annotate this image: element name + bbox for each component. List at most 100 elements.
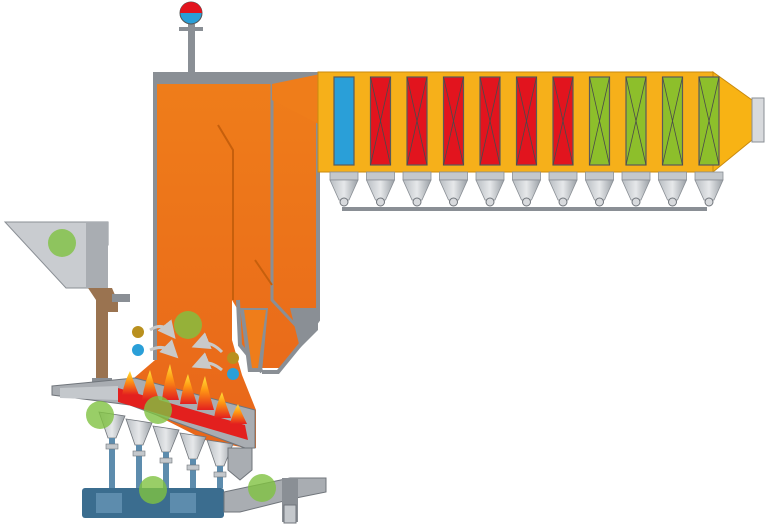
marker-grate-front [86,401,114,429]
air-arrow-left-2 [149,339,179,359]
baffle-3 [254,259,273,286]
fly-ash-hopper [365,171,396,207]
hopper-collar [658,171,687,181]
air-arrow-right-2 [191,352,223,372]
grate-air-hopper [152,425,180,488]
blower-panel-1 [96,493,122,513]
hopper-cone [365,179,396,201]
hopper-cone [475,179,505,201]
hopper-cone [584,179,615,201]
flame [180,374,197,404]
hopper-valve-icon [631,197,641,207]
silo-side [86,222,108,288]
module-cross-b [370,76,391,166]
baffle-2 [270,84,302,332]
module-frame [333,76,355,166]
flame [142,370,159,400]
hopper-rail [342,207,707,211]
hopper-collar [475,171,505,181]
hopper-valve-icon [522,197,531,207]
module-hot [515,76,538,166]
hopper-valve-icon [412,197,422,207]
bottom-ash-discharge [227,447,253,481]
marker-ash-conveyor [248,474,276,502]
combustion-flames [122,364,247,424]
feed-valve [112,294,130,302]
highlight-markers [48,229,276,504]
hopper-valve-icon [595,197,604,207]
module-hot [552,76,574,166]
air-riser [136,445,142,488]
ash-chute-left-fill [244,310,266,368]
module-cross-b [552,76,574,166]
hopper-valve-icon [704,197,714,207]
module-hot [369,76,392,166]
fly-ash-hopper [694,171,724,207]
hopper-collar [329,171,359,181]
gauge-upper-half [180,2,202,13]
hopper-valve-icon [485,197,495,207]
gauge-stem [188,24,195,74]
heat-exchanger-modules [333,76,720,166]
fly-ash-hopper [402,171,432,207]
fly-ash-hopper [657,171,688,207]
flame [122,371,139,395]
fly-ash-hopper [438,171,469,207]
grate-hopper-cone [125,418,153,446]
hopper-collar [439,171,468,181]
marker-grate-mid [144,396,172,424]
fly-ash-hopper [475,171,505,207]
gauge-bracket [179,27,203,31]
air-damper [159,457,173,464]
air-damper [132,450,146,457]
crossover-duct [272,72,330,130]
hopper-collar [366,171,395,181]
module-cross-b [698,76,720,166]
air-damper [105,443,119,450]
flame [162,364,179,400]
air-arrow-left-1 [149,319,176,340]
module-cross-b [406,76,428,166]
air-port-blue-left [132,344,144,356]
hopper-valve-icon [339,197,349,207]
module-hot [442,76,465,166]
exhaust-outlet [751,97,765,143]
grate-front [60,386,118,400]
module-cool [661,76,684,166]
pressure-gauge [179,1,203,74]
air-port-gold-right [227,352,239,364]
conveyor-outlet [283,504,297,524]
fly-ash-hopper [329,171,359,207]
hopper-valve-icon [449,197,458,207]
hopper-cone [402,179,432,201]
air-distribution [82,447,327,524]
air-arrow-right-1 [191,332,224,354]
fly-ash-hopper [511,171,542,207]
fly-ash-hopper [584,171,615,207]
air-port-blue-right [227,368,239,380]
flame [197,376,214,410]
module-cross-b [589,76,610,166]
ash-chute-right [290,308,318,348]
grate-hopper-cone [206,439,234,467]
blower-panel-2 [170,493,196,513]
hopper-collar [402,171,432,181]
hopper-cone [329,179,359,201]
fly-ash-hopper [621,171,651,207]
marker-fuel-silo [48,229,76,257]
hopper-cone [511,179,542,201]
hopper-collar [694,171,724,181]
flame [214,392,231,418]
module-cross-b [443,76,464,166]
air-riser [190,459,196,488]
hopper-collar [512,171,541,181]
marker-blower [139,476,167,504]
module-cross-b [662,76,683,166]
secondary-air-right [191,332,239,380]
air-riser [109,438,115,488]
hopper-valve-icon [376,197,385,207]
module-cross-b [625,76,647,166]
fly-ash-hopper [548,171,578,207]
module-cool [625,76,647,166]
